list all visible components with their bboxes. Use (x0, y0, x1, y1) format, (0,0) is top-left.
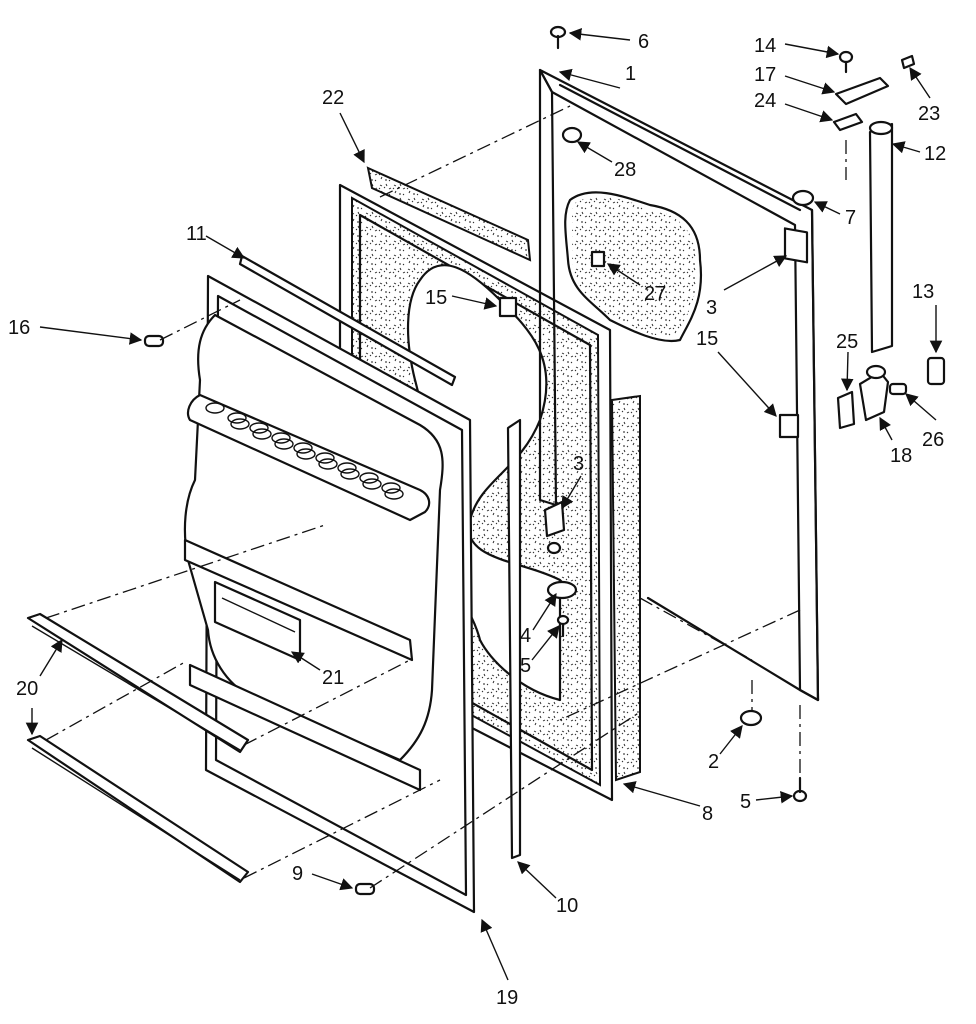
label-part-19: 19 (496, 987, 518, 1009)
egg-cups (205, 402, 404, 500)
part-3-hinge-upper (783, 227, 809, 264)
label-part-10: 10 (556, 895, 578, 917)
label-part-12: 12 (924, 143, 946, 165)
part-27-clip (590, 250, 606, 268)
label-part-26: 26 (922, 429, 944, 451)
label-part-11: 11 (186, 223, 207, 245)
label-part-3-upper: 3 (706, 297, 717, 319)
label-part-7: 7 (845, 207, 856, 229)
part-2-bumper (739, 709, 763, 727)
part-10-door-gasket (506, 418, 522, 860)
part-20-shelf-bar-upper (26, 612, 250, 754)
part-15-hinge-plate-left (498, 296, 518, 318)
label-part-23: 23 (918, 103, 940, 125)
part-5-screw-lower-hinge (556, 614, 570, 638)
label-part-14: 14 (754, 35, 776, 57)
part-4-washer (546, 580, 578, 600)
part-1-door-outer-panel (538, 68, 820, 702)
alignment-lines (45, 105, 847, 889)
label-part-5-bottom: 5 (740, 791, 751, 813)
part-16-pin (143, 334, 165, 348)
part-28-plug (561, 126, 583, 144)
label-part-15-right: 15 (696, 328, 718, 350)
label-part-21: 21 (322, 667, 344, 689)
label-part-25: 25 (836, 331, 858, 353)
part-18-lower-hinge (858, 364, 890, 422)
part-26-bolt (888, 382, 908, 396)
label-part-27: 27 (644, 283, 666, 305)
label-part-2: 2 (708, 751, 719, 773)
label-part-16: 16 (8, 317, 30, 339)
part-12-door-handle (868, 120, 894, 354)
part-7-plug-button (791, 189, 815, 207)
part-9-pin (354, 882, 376, 896)
label-part-24: 24 (754, 90, 776, 112)
label-part-20-upper: 20 (16, 678, 38, 700)
part-17-handle-cap (834, 76, 890, 106)
label-part-15-left: 15 (425, 287, 447, 309)
label-part-5-hinge: 5 (520, 655, 531, 677)
label-part-18: 18 (890, 445, 912, 467)
label-part-6: 6 (638, 31, 649, 53)
hardware-parts (143, 25, 946, 896)
part-6-screw (549, 25, 567, 50)
label-part-8: 8 (702, 803, 713, 825)
part-15-hinge-plate-right (778, 413, 800, 439)
part-3-hinge-lower (543, 500, 566, 555)
part-25-hinge-bracket (836, 390, 856, 430)
label-part-3-lower: 3 (573, 453, 584, 475)
part-19-door-inner-liner (183, 274, 476, 914)
part-14-screw (838, 50, 854, 74)
leader-arrows (25, 28, 943, 981)
part-8-foam-insulation-panel (366, 166, 641, 782)
part-23-trim-cap (900, 54, 916, 70)
part-13-end-cap (926, 356, 946, 386)
label-part-1: 1 (625, 63, 636, 85)
label-part-17: 17 (754, 64, 776, 86)
label-part-22: 22 (322, 87, 344, 109)
part-11-door-trim-top (238, 254, 457, 387)
label-part-4: 4 (520, 625, 531, 647)
label-part-9: 9 (292, 863, 303, 885)
part-24-spacer (832, 112, 864, 132)
label-part-13: 13 (912, 281, 934, 303)
label-part-28: 28 (614, 159, 636, 181)
part-5-screw-bottom (792, 776, 808, 803)
callout-labels: 6 1 14 17 23 24 12 22 28 7 11 27 15 3 15… (8, 31, 946, 1009)
part-20-shelf-bar-lower (26, 734, 250, 884)
